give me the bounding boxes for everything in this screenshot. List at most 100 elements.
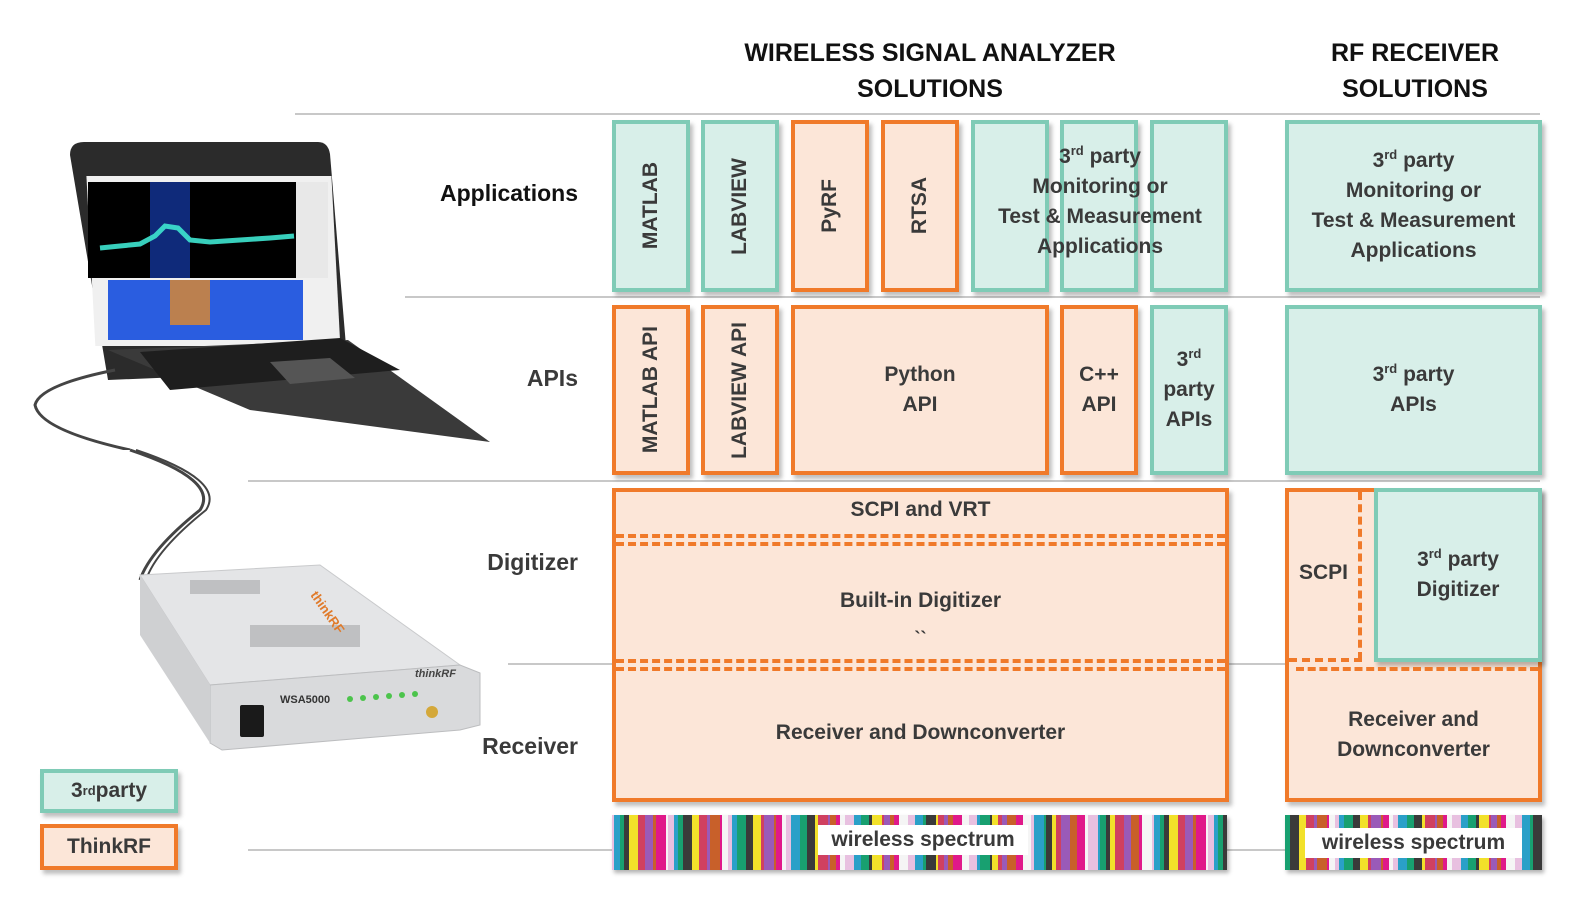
spectrum-band <box>678 815 683 870</box>
app-matlab-label: MATLAB <box>639 162 662 250</box>
rf-third-party-digitizer: 3rd party Digitizer <box>1374 488 1542 662</box>
rf-spectrum-label: wireless spectrum <box>1305 828 1522 858</box>
digitizer-builtin: Built-in Digitizer <box>840 589 1001 612</box>
spectrum-band <box>1214 815 1218 870</box>
api-python: Python API <box>791 305 1049 475</box>
spectrum-band <box>764 815 774 870</box>
app-rtsa: RTSA <box>881 120 959 292</box>
spectrum-band <box>776 815 782 870</box>
rf-header-line1: RF RECEIVER <box>1330 39 1500 67</box>
dash-divider-4 <box>616 667 1225 671</box>
spectrum-band <box>737 815 746 870</box>
spectrum-band <box>645 815 653 870</box>
app-labview: LABVIEW <box>701 120 779 292</box>
row-label-digitizer: Digitizer <box>487 549 578 575</box>
rf-scpi-hdash <box>1289 658 1362 662</box>
spectrum-band <box>800 815 807 870</box>
usb-cable <box>33 368 131 450</box>
wsa-header-line1: WIRELESS SIGNAL ANALYZER <box>744 39 1116 67</box>
spectrum-band <box>683 815 692 870</box>
rf-connector <box>426 706 438 718</box>
spectrum-plot <box>88 182 296 278</box>
spectrum-band <box>791 815 800 870</box>
cable-lower <box>129 448 211 581</box>
device-model: WSA5000 <box>280 694 330 706</box>
spectrum-band <box>1160 815 1164 870</box>
spectrum-trace <box>99 223 295 251</box>
app-third-party-2 <box>1060 120 1138 292</box>
wsa-solutions-header: WIRELESS SIGNAL ANALYZER SOLUTIONS <box>700 35 1160 107</box>
spectrum-band <box>1046 815 1052 870</box>
spectrum-band <box>1299 815 1306 870</box>
row-label-receiver: Receiver <box>482 733 578 759</box>
api-python-line2: API <box>902 393 938 416</box>
spectrum-band <box>1530 815 1533 870</box>
wsa-header-line2: SOLUTIONS <box>857 75 1003 103</box>
spectrum-band <box>1193 815 1196 870</box>
spectrum-band <box>1124 815 1131 870</box>
digitizer-scpi-vrt: SCPI and VRT <box>850 498 991 521</box>
row-label-applications: Applications <box>439 180 578 206</box>
spectrum-band <box>620 815 624 870</box>
spectrum-band <box>674 815 678 870</box>
vent-grille <box>190 580 360 647</box>
api-cpp-line1: C++ <box>1079 363 1119 386</box>
wsa-hardware-block <box>612 488 1229 802</box>
api-labview: LABVIEW API <box>701 305 779 475</box>
spectrum-band <box>786 815 791 870</box>
device-front <box>209 664 481 751</box>
api-labview-label: LABVIEW API <box>728 321 751 459</box>
device-brand: thinkRF <box>415 668 456 680</box>
spectrum-band <box>1088 815 1098 870</box>
spectrum-band <box>1196 815 1206 870</box>
waterfall-hotspot <box>170 280 210 325</box>
divider-top <box>295 113 1540 115</box>
spectrum-band <box>1110 815 1115 870</box>
spectrum-band <box>612 815 614 870</box>
spectrum-band <box>666 815 668 870</box>
spectrum-band <box>1077 815 1085 870</box>
spectrum-band <box>1522 815 1530 870</box>
spectrum-band <box>1290 815 1299 870</box>
spectrum-band <box>1098 815 1100 870</box>
spectrum-band <box>1031 815 1034 870</box>
spectrum-band <box>1061 815 1070 870</box>
spectrum-band <box>692 815 699 870</box>
device-side <box>140 575 210 743</box>
rf-scpi-vdash <box>1358 492 1362 660</box>
api-third-party: 3rd party APIs <box>1150 305 1228 475</box>
api-matlab: MATLAB API <box>612 305 690 475</box>
spectrum-band <box>1056 815 1061 870</box>
app-labview-label: LABVIEW <box>728 157 751 255</box>
rf-app-third-party: 3rd party Monitoring or Test & Measureme… <box>1285 120 1542 292</box>
app-third-party-3 <box>1150 120 1228 292</box>
status-leds <box>347 691 418 702</box>
spectrum-band <box>1154 815 1160 870</box>
spectrum-band <box>1223 815 1227 870</box>
divider-apis-digitizer <box>248 480 1540 482</box>
spectrum-band <box>1100 815 1106 870</box>
app-pyrf: PyRF <box>791 120 869 292</box>
spectrum-band <box>1178 815 1185 870</box>
spectrum-band <box>722 815 728 870</box>
dash-divider-3 <box>616 659 1225 663</box>
spectrum-band <box>1070 815 1077 870</box>
spectrum-band <box>1218 815 1223 870</box>
spectrum-band <box>699 815 707 870</box>
dash-divider-1 <box>616 534 1225 538</box>
control-panel <box>296 182 328 278</box>
wsa5000-device: WSA5000 thinkRF thinkRF <box>139 564 481 751</box>
spectrum-band <box>1139 815 1142 870</box>
spectrum-band <box>1044 815 1046 870</box>
laptop-touchpad <box>270 358 355 384</box>
rf-receiver-downconverter: Receiver and Downconverter <box>1337 708 1490 761</box>
spectrum-band <box>753 815 761 870</box>
api-matlab-label: MATLAB API <box>639 326 662 454</box>
spectrum-band <box>774 815 776 870</box>
api-python-line1: Python <box>884 363 956 386</box>
rf-header-line2: SOLUTIONS <box>1342 75 1488 103</box>
app-pyrf-label: PyRF <box>818 179 841 233</box>
spectrum-band <box>720 815 722 870</box>
wsa-spectrum-label: wireless spectrum <box>818 825 1028 855</box>
spectrum-band <box>1115 815 1124 870</box>
